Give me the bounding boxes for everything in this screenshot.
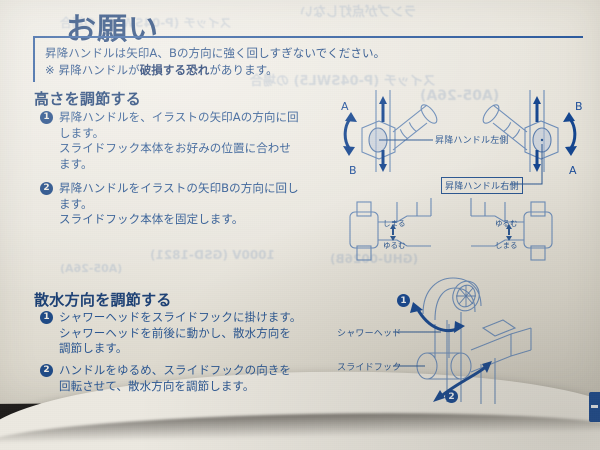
notice-box: 昇降ハンドルは矢印A、Bの方向に強く回しすぎないでください。 ※ 昇降ハンドルが…: [33, 36, 583, 82]
step-number: 1: [40, 311, 53, 324]
step-line: シャワーヘッドを前後に動かし、散水方向を: [59, 325, 291, 340]
step-line: ます。: [59, 196, 93, 211]
step-text: 昇降ハンドルを、イラストの矢印Aの方向に回 します。 スライドフック本体をお好み…: [59, 110, 299, 172]
step-text: ハンドルをゆるめ、スライドフックの向きを 回転させて、散水方向を調節します。: [59, 363, 291, 394]
illustration-shower-head: シャワーヘッド スライドフック 1 2: [335, 272, 600, 407]
arrow-label-b-left: B: [349, 164, 357, 177]
collar-right-top-label: ゆるむ: [495, 219, 518, 228]
notice-prefix: ※ 昇降ハンドルが: [45, 63, 140, 77]
step-number: 2: [40, 182, 53, 195]
step-line: 調節します。: [59, 341, 128, 355]
rotation-arrows-right: [567, 116, 577, 149]
notice-line-1: 昇降ハンドルは矢印A、Bの方向に強く回しすぎないでください。: [45, 46, 386, 60]
arrow-up-down-left: [379, 96, 387, 172]
callout-handle-right: 昇降ハンドル右側: [441, 177, 523, 194]
page-title: お願い: [66, 12, 159, 47]
step-line: スライドフック本体をお好みの位置に合わせ: [59, 141, 291, 155]
step-line: 昇降ハンドルを、イラストの矢印Aの方向に回: [59, 110, 299, 124]
callout-handle-left: 昇降ハンドル左側: [435, 136, 509, 146]
step-line: 昇降ハンドルをイラストの矢印Bの方向に回し: [59, 181, 299, 195]
section-heading-height-adjust: 高さを調節する: [34, 90, 142, 108]
arrow-label-a-left: A: [341, 100, 349, 113]
step-text: シャワーヘッドをスライドフックに掛けます。 シャワーヘッドを前後に動かし、散水方…: [59, 310, 301, 357]
illustration-collar-direction: しまる ゆるむ ゆるむ しまる: [335, 196, 600, 268]
notice-emphasis: 破損する恐れ: [139, 63, 210, 77]
step-line: ます。: [59, 156, 93, 171]
arrow-label-b-right: B: [575, 100, 583, 113]
step-number: 2: [40, 364, 53, 377]
illustration-marker-1: 1: [397, 294, 410, 307]
callout-slide-hook: スライドフック: [337, 363, 402, 373]
arrow-label-a-right: A: [569, 164, 577, 177]
updown-arrow-left: [390, 224, 396, 241]
step-line: します。: [59, 125, 105, 140]
collar-left-top-label: しまる: [383, 219, 406, 228]
step-line: スライドフック本体を固定します。: [59, 212, 244, 226]
notice-suffix: があります。: [209, 63, 278, 77]
step-line: ハンドルをゆるめ、スライドフックの向きを: [59, 363, 291, 377]
shower-head-drawing: [393, 277, 532, 404]
illustration-lift-handles: A B B A 昇降ハンドル左側 昇降ハンドル右側: [335, 88, 600, 198]
collar-drawing: [349, 198, 553, 261]
callout-shower-head: シャワーヘッド: [337, 329, 402, 339]
section-heading-spray-direction: 散水方向を調節する: [34, 291, 172, 309]
collar-left-bottom-label: ゆるむ: [383, 241, 406, 250]
illustration-marker-2: 2: [445, 390, 458, 403]
notice-line-2: ※ 昇降ハンドルが破損する恐れがあります。: [45, 62, 278, 78]
updown-arrow-right: [506, 224, 512, 241]
index-tab-marker: [589, 392, 600, 422]
rotation-arrows-left: [343, 116, 353, 149]
lift-handles-drawing: [343, 90, 577, 185]
step-line: 回転させて、散水方向を調節します。: [59, 378, 255, 393]
step-line: シャワーヘッドをスライドフックに掛けます。: [59, 310, 302, 324]
arrow-up-down-right: [533, 96, 541, 172]
rotate-arrow: [438, 364, 488, 400]
step-text: 昇降ハンドルをイラストの矢印Bの方向に回し ます。 スライドフック本体を固定しま…: [59, 181, 299, 228]
collar-right-bottom-label: しまる: [495, 241, 518, 250]
step-number: 1: [40, 111, 53, 124]
